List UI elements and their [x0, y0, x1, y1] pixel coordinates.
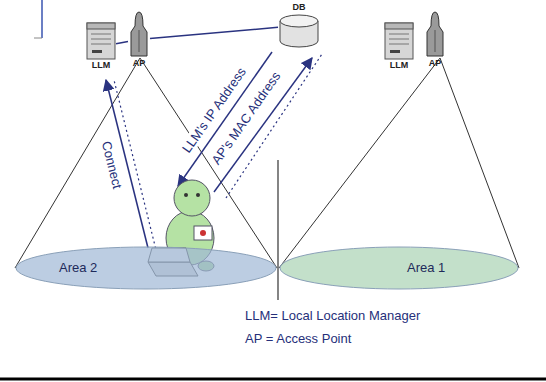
- antenna-node: AP: [424, 10, 446, 69]
- area-label: Area 2: [59, 246, 277, 290]
- slide-rule: [41, 0, 43, 38]
- cylinder-node: DB: [278, 2, 320, 49]
- coverage-area: Area 1: [279, 246, 519, 290]
- coverage-cone: [15, 58, 277, 268]
- device-label: LLM: [384, 60, 414, 71]
- slide-rule: [34, 38, 42, 39]
- server-icon: [86, 22, 116, 60]
- antenna-node: AP: [128, 10, 150, 69]
- slide-bottom-rule: [0, 378, 546, 381]
- server-node: LLM: [384, 22, 414, 71]
- area-label: Area 1: [407, 246, 519, 290]
- message-label: LLM's IP Address: [178, 64, 249, 157]
- coverage-cone: [279, 58, 519, 268]
- access-point-icon: [128, 10, 150, 58]
- area-ellipse: [279, 246, 519, 290]
- message-label: Connect: [99, 139, 126, 192]
- network-link: [150, 27, 278, 38]
- database-icon: [278, 13, 320, 49]
- area-ellipse: [15, 246, 277, 290]
- device-label: DB: [278, 2, 320, 13]
- server-node: LLM: [86, 22, 116, 71]
- device-label: LLM: [86, 60, 116, 71]
- server-icon: [384, 22, 414, 60]
- device-label: AP: [424, 58, 446, 69]
- legend-note: AP = Access Point: [245, 331, 351, 346]
- message-label: AP's MAC Address: [208, 68, 284, 168]
- network-link: [116, 42, 128, 44]
- access-point-icon: [424, 10, 446, 58]
- ip-address-arrow: [178, 52, 272, 186]
- coverage-area: Area 2: [15, 246, 277, 290]
- area-divider: [277, 160, 278, 300]
- legend-note: LLM= Local Location Manager: [245, 308, 420, 323]
- device-label: AP: [128, 58, 150, 69]
